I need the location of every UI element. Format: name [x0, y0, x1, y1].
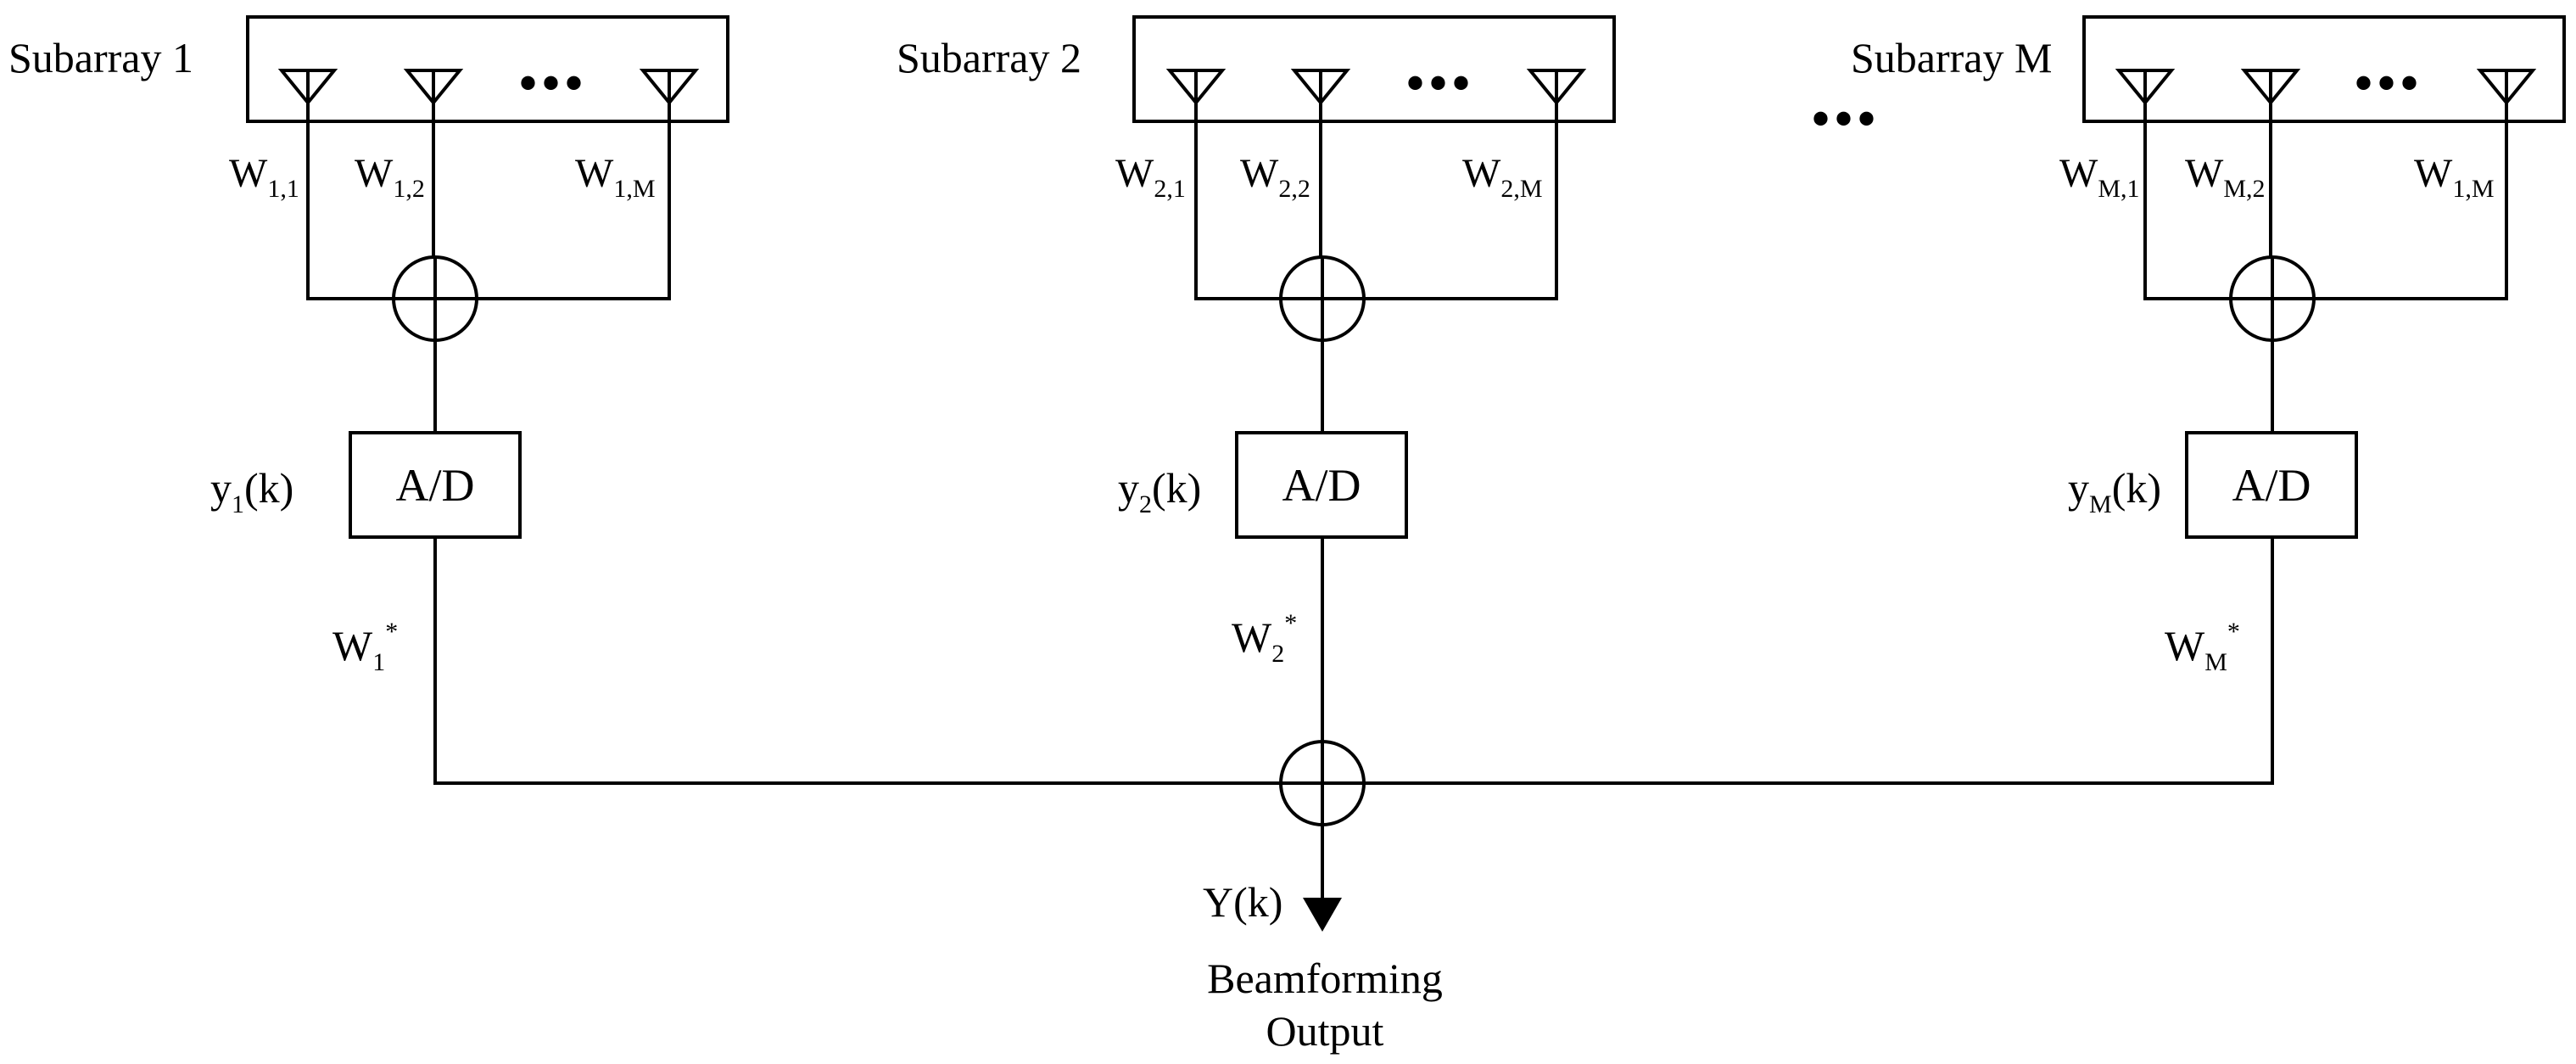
- output-caption-line-2: Output: [1266, 1007, 1384, 1055]
- feed-lines: [1194, 103, 1558, 300]
- conj-weight-label: W1*: [332, 618, 398, 676]
- weight-label: W2,2: [1240, 151, 1310, 203]
- antenna-icon: [277, 69, 338, 106]
- antenna-icon: [1165, 69, 1227, 106]
- subarray-1: Subarray 1 ••• W1,1 W1,2 W1,M A/D y1(k) …: [8, 15, 729, 676]
- subarray-2: Subarray 2 ••• W2,1 W2,2 W2,M A/D y2(k) …: [897, 15, 1616, 668]
- signal-label: y1(k): [210, 464, 293, 518]
- antenna-icon: [639, 69, 700, 106]
- subarray-label: Subarray 1: [8, 34, 193, 81]
- weight-label: W2,M: [1462, 151, 1543, 203]
- adc-box: [1235, 431, 1408, 539]
- antenna-icon: [1290, 69, 1351, 106]
- antenna-icon: [403, 69, 464, 106]
- signal-label: yM(k): [2068, 464, 2161, 518]
- feed-lines: [2143, 103, 2508, 300]
- combiner-summer-node: [1279, 740, 1366, 826]
- branch-m-to-combiner-line: [1364, 537, 2274, 785]
- antenna-icon: [1526, 69, 1587, 106]
- signal-label: y2(k): [1118, 464, 1201, 518]
- weight-label: W1,2: [355, 151, 425, 203]
- adc-label: A/D: [2232, 460, 2311, 511]
- summer-node: [2229, 255, 2316, 342]
- conj-weight-label: WM*: [2165, 618, 2240, 676]
- feed-lines: [306, 103, 671, 300]
- summer-node: [392, 255, 478, 342]
- output-caption-line-1: Beamforming: [1207, 955, 1443, 1002]
- weight-label: W1,1: [229, 151, 299, 203]
- subarray-label: Subarray 2: [897, 34, 1081, 81]
- antenna-icon: [2240, 69, 2301, 106]
- antenna-icon: [2115, 69, 2176, 106]
- antenna-ellipsis: •••: [519, 55, 588, 111]
- weight-label: W1,M: [575, 151, 656, 203]
- weight-label: WM,2: [2185, 151, 2266, 203]
- summer-node: [1279, 255, 1366, 342]
- subarray-m: Subarray M ••• WM,1 WM,2 W1,M A/D yM(k) …: [1851, 15, 2566, 676]
- adc-label: A/D: [1282, 460, 1361, 511]
- conj-weight-label: W2*: [1232, 609, 1297, 668]
- antenna-icon: [2476, 69, 2537, 106]
- adc-label: A/D: [396, 460, 475, 511]
- antenna-ellipsis: •••: [1406, 55, 1475, 111]
- weight-label: W2,1: [1115, 151, 1186, 203]
- weight-label: WM,1: [2059, 151, 2140, 203]
- antenna-ellipsis: •••: [2355, 55, 2423, 111]
- subarray-ellipsis: •••: [1812, 91, 1880, 147]
- weight-label: W1,M: [2414, 151, 2495, 203]
- subarray-label: Subarray M: [1851, 34, 2052, 81]
- output-arrow-icon: [1303, 898, 1342, 932]
- output-signal-label: Y(k): [1203, 878, 1282, 926]
- branch-1-to-combiner-line: [433, 537, 1281, 785]
